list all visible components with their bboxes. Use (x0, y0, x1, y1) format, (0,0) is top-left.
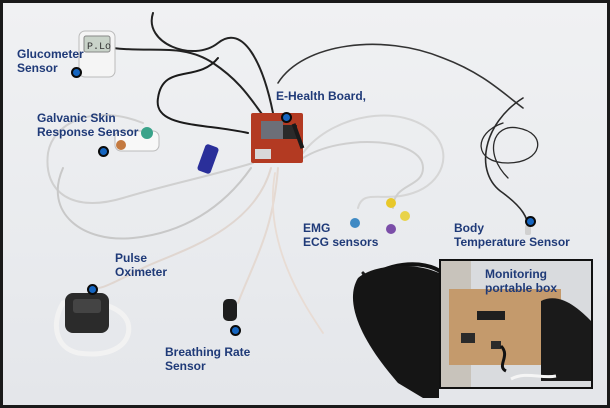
cable-left-black (156, 57, 249, 134)
strap (352, 265, 439, 398)
cable-emg2 (302, 141, 425, 209)
sensor-photo: P.Lo (46, 12, 539, 398)
usb-stick (197, 144, 219, 174)
emg-electrodes (350, 198, 410, 234)
marker-ehealth (281, 112, 292, 123)
breathing-sensor-device (223, 299, 237, 321)
monitoring-box-inset: Monitoring portable box (439, 259, 593, 389)
marker-pulse (87, 284, 98, 295)
label-breathing: Breathing Rate Sensor (165, 345, 251, 373)
label-emg: EMG ECG sensors (303, 221, 379, 249)
marker-body-temperature (525, 216, 536, 227)
box-port (461, 333, 475, 343)
glucometer-display-text: P.Lo (87, 42, 111, 53)
ehealth-board (251, 113, 305, 163)
cable-glucometer (112, 47, 266, 119)
box-display (477, 311, 505, 320)
cable-breathing (237, 167, 279, 304)
marker-glucometer (71, 67, 82, 78)
monitoring-box-photo (441, 261, 591, 387)
temp-probe (525, 225, 531, 235)
cable-breathing2 (271, 172, 324, 334)
cable-top-black (150, 12, 274, 114)
cable-body-temp (484, 97, 529, 229)
label-glucometer: Glucometer Sensor (17, 47, 84, 75)
glucometer-device: P.Lo (78, 30, 116, 78)
label-gsr: Galvanic Skin Response Sensor (37, 111, 139, 139)
label-body-temperature: Body Temperature Sensor (454, 221, 570, 249)
marker-breathing (230, 325, 241, 336)
cable-top-right (277, 43, 524, 109)
cable-emg (302, 114, 445, 209)
pulse-oximeter-device (53, 293, 132, 357)
label-monitoring-box: Monitoring portable box (485, 267, 558, 295)
cable-pulse (97, 167, 272, 289)
label-pulse: Pulse Oximeter (115, 251, 168, 279)
cable-body-temp-coil (480, 122, 539, 179)
box-strap (541, 298, 591, 381)
label-ehealth: E-Health Board, (276, 89, 367, 103)
cable-gsr-loop2 (56, 167, 252, 240)
cable-gsr-loop (46, 114, 254, 204)
gsr-device (114, 127, 160, 152)
marker-gsr (98, 146, 109, 157)
